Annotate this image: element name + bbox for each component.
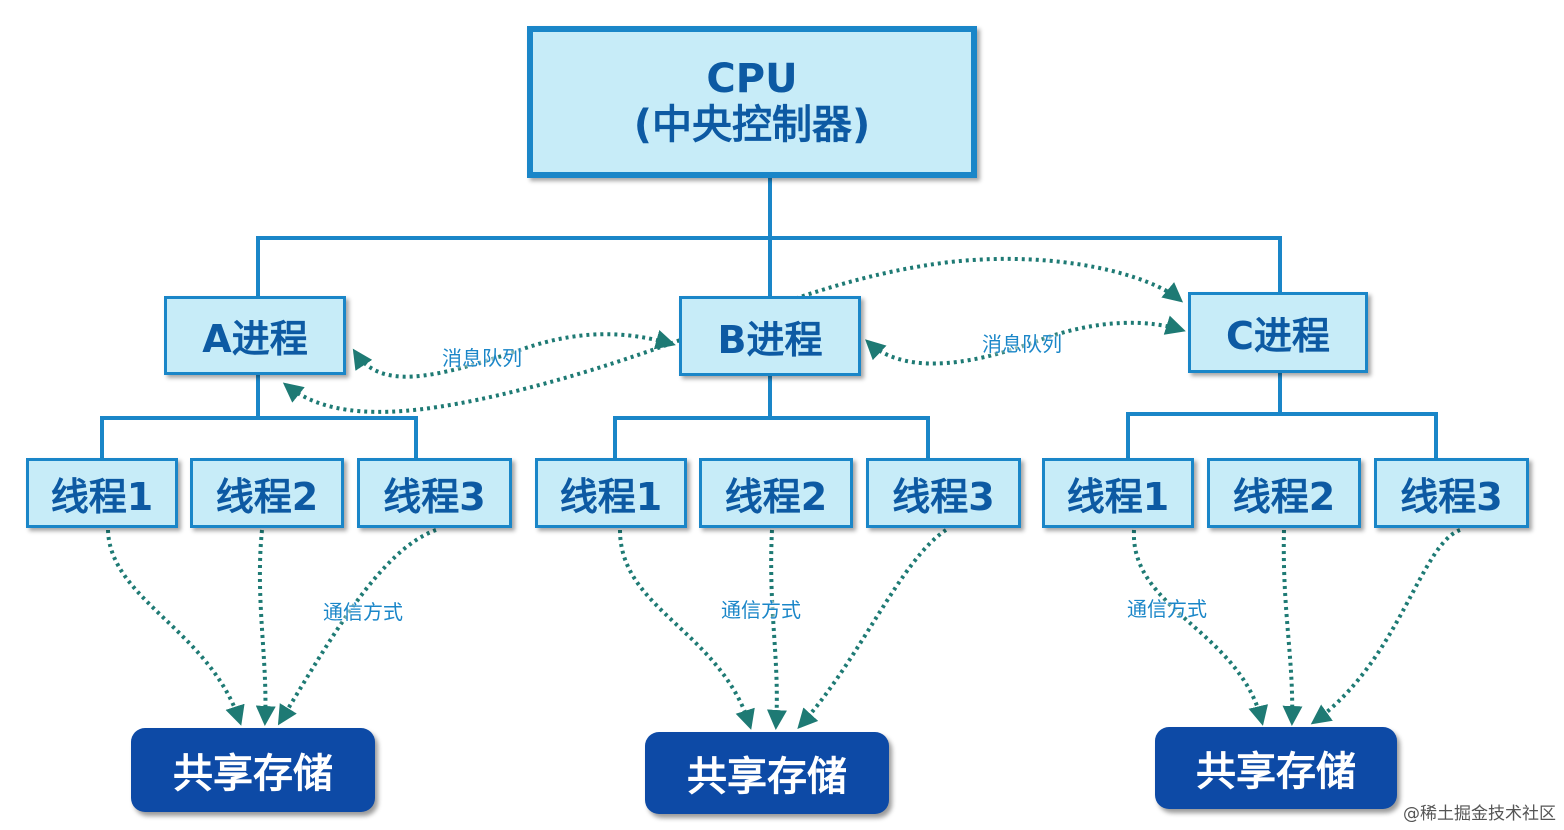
storage-label: 共享存储 [687, 754, 847, 800]
message-arrows [282, 256, 1186, 414]
thread-c2-box: 线程2 [1207, 458, 1361, 528]
thread-label: 线程3 [892, 474, 995, 519]
storage-label: 共享存储 [173, 751, 333, 797]
process-c-box: C进程 [1188, 292, 1368, 373]
process-b-box: B进程 [679, 296, 861, 376]
thread-label: 线程1 [1066, 474, 1170, 519]
b-thread-branch [613, 376, 930, 458]
storage-arrows [106, 528, 1461, 730]
thread-label: 线程2 [215, 474, 319, 519]
thread-label: 线程1 [50, 474, 154, 519]
arrow-c2-storage [1281, 529, 1303, 726]
shared-storage-c: 共享存储 [1155, 727, 1397, 809]
thread-label: 线程1 [559, 474, 663, 519]
arrow-b2-storage [766, 529, 787, 730]
a-thread-branch [100, 375, 418, 458]
thread-b1-box: 线程1 [535, 458, 687, 528]
thread-a2-box: 线程2 [190, 458, 344, 528]
thread-label: 线程3 [383, 474, 486, 519]
thread-c1-box: 线程1 [1042, 458, 1194, 528]
arrow-c3-storage [1310, 528, 1461, 725]
arrow-a2-storage [255, 529, 276, 726]
c-thread-branch [1126, 373, 1438, 458]
shared-storage-a: 共享存储 [131, 728, 375, 812]
cpu-title: CPU [706, 56, 798, 102]
watermark: @稀土掘金技术社区 [1403, 804, 1556, 824]
arrow-b1-storage [618, 529, 755, 730]
comm-method-label: 通信方式 [323, 600, 403, 624]
cpu-branch-line [256, 236, 1282, 296]
arrow-b3-storage [797, 528, 948, 729]
storage-label: 共享存储 [1196, 749, 1356, 795]
thread-a3-box: 线程3 [357, 458, 512, 528]
msg-arrow-a-c [282, 256, 1184, 414]
comm-method-label: 通信方式 [721, 598, 801, 622]
process-c-label: C进程 [1226, 314, 1330, 358]
arrow-a3-storage [277, 528, 437, 726]
thread-label: 线程2 [1232, 474, 1336, 519]
thread-b3-box: 线程3 [866, 458, 1021, 528]
cpu-box: CPU (中央控制器) [527, 26, 977, 178]
thread-label: 线程3 [1400, 474, 1503, 519]
comm-method-label: 通信方式 [1127, 597, 1207, 621]
thread-label: 线程2 [724, 474, 828, 519]
cpu-subtitle: (中央控制器) [633, 102, 871, 148]
process-a-label: A进程 [202, 317, 308, 361]
thread-c3-box: 线程3 [1374, 458, 1529, 528]
process-a-box: A进程 [164, 296, 346, 375]
shared-storage-b: 共享存储 [645, 732, 889, 814]
thread-a1-box: 线程1 [26, 458, 178, 528]
arrow-c1-storage [1131, 529, 1268, 726]
message-queue-label: 消息队列 [982, 332, 1062, 356]
message-queue-label: 消息队列 [442, 346, 522, 370]
arrow-a1-storage [106, 529, 245, 726]
thread-b2-box: 线程2 [699, 458, 853, 528]
process-b-label: B进程 [717, 317, 823, 362]
